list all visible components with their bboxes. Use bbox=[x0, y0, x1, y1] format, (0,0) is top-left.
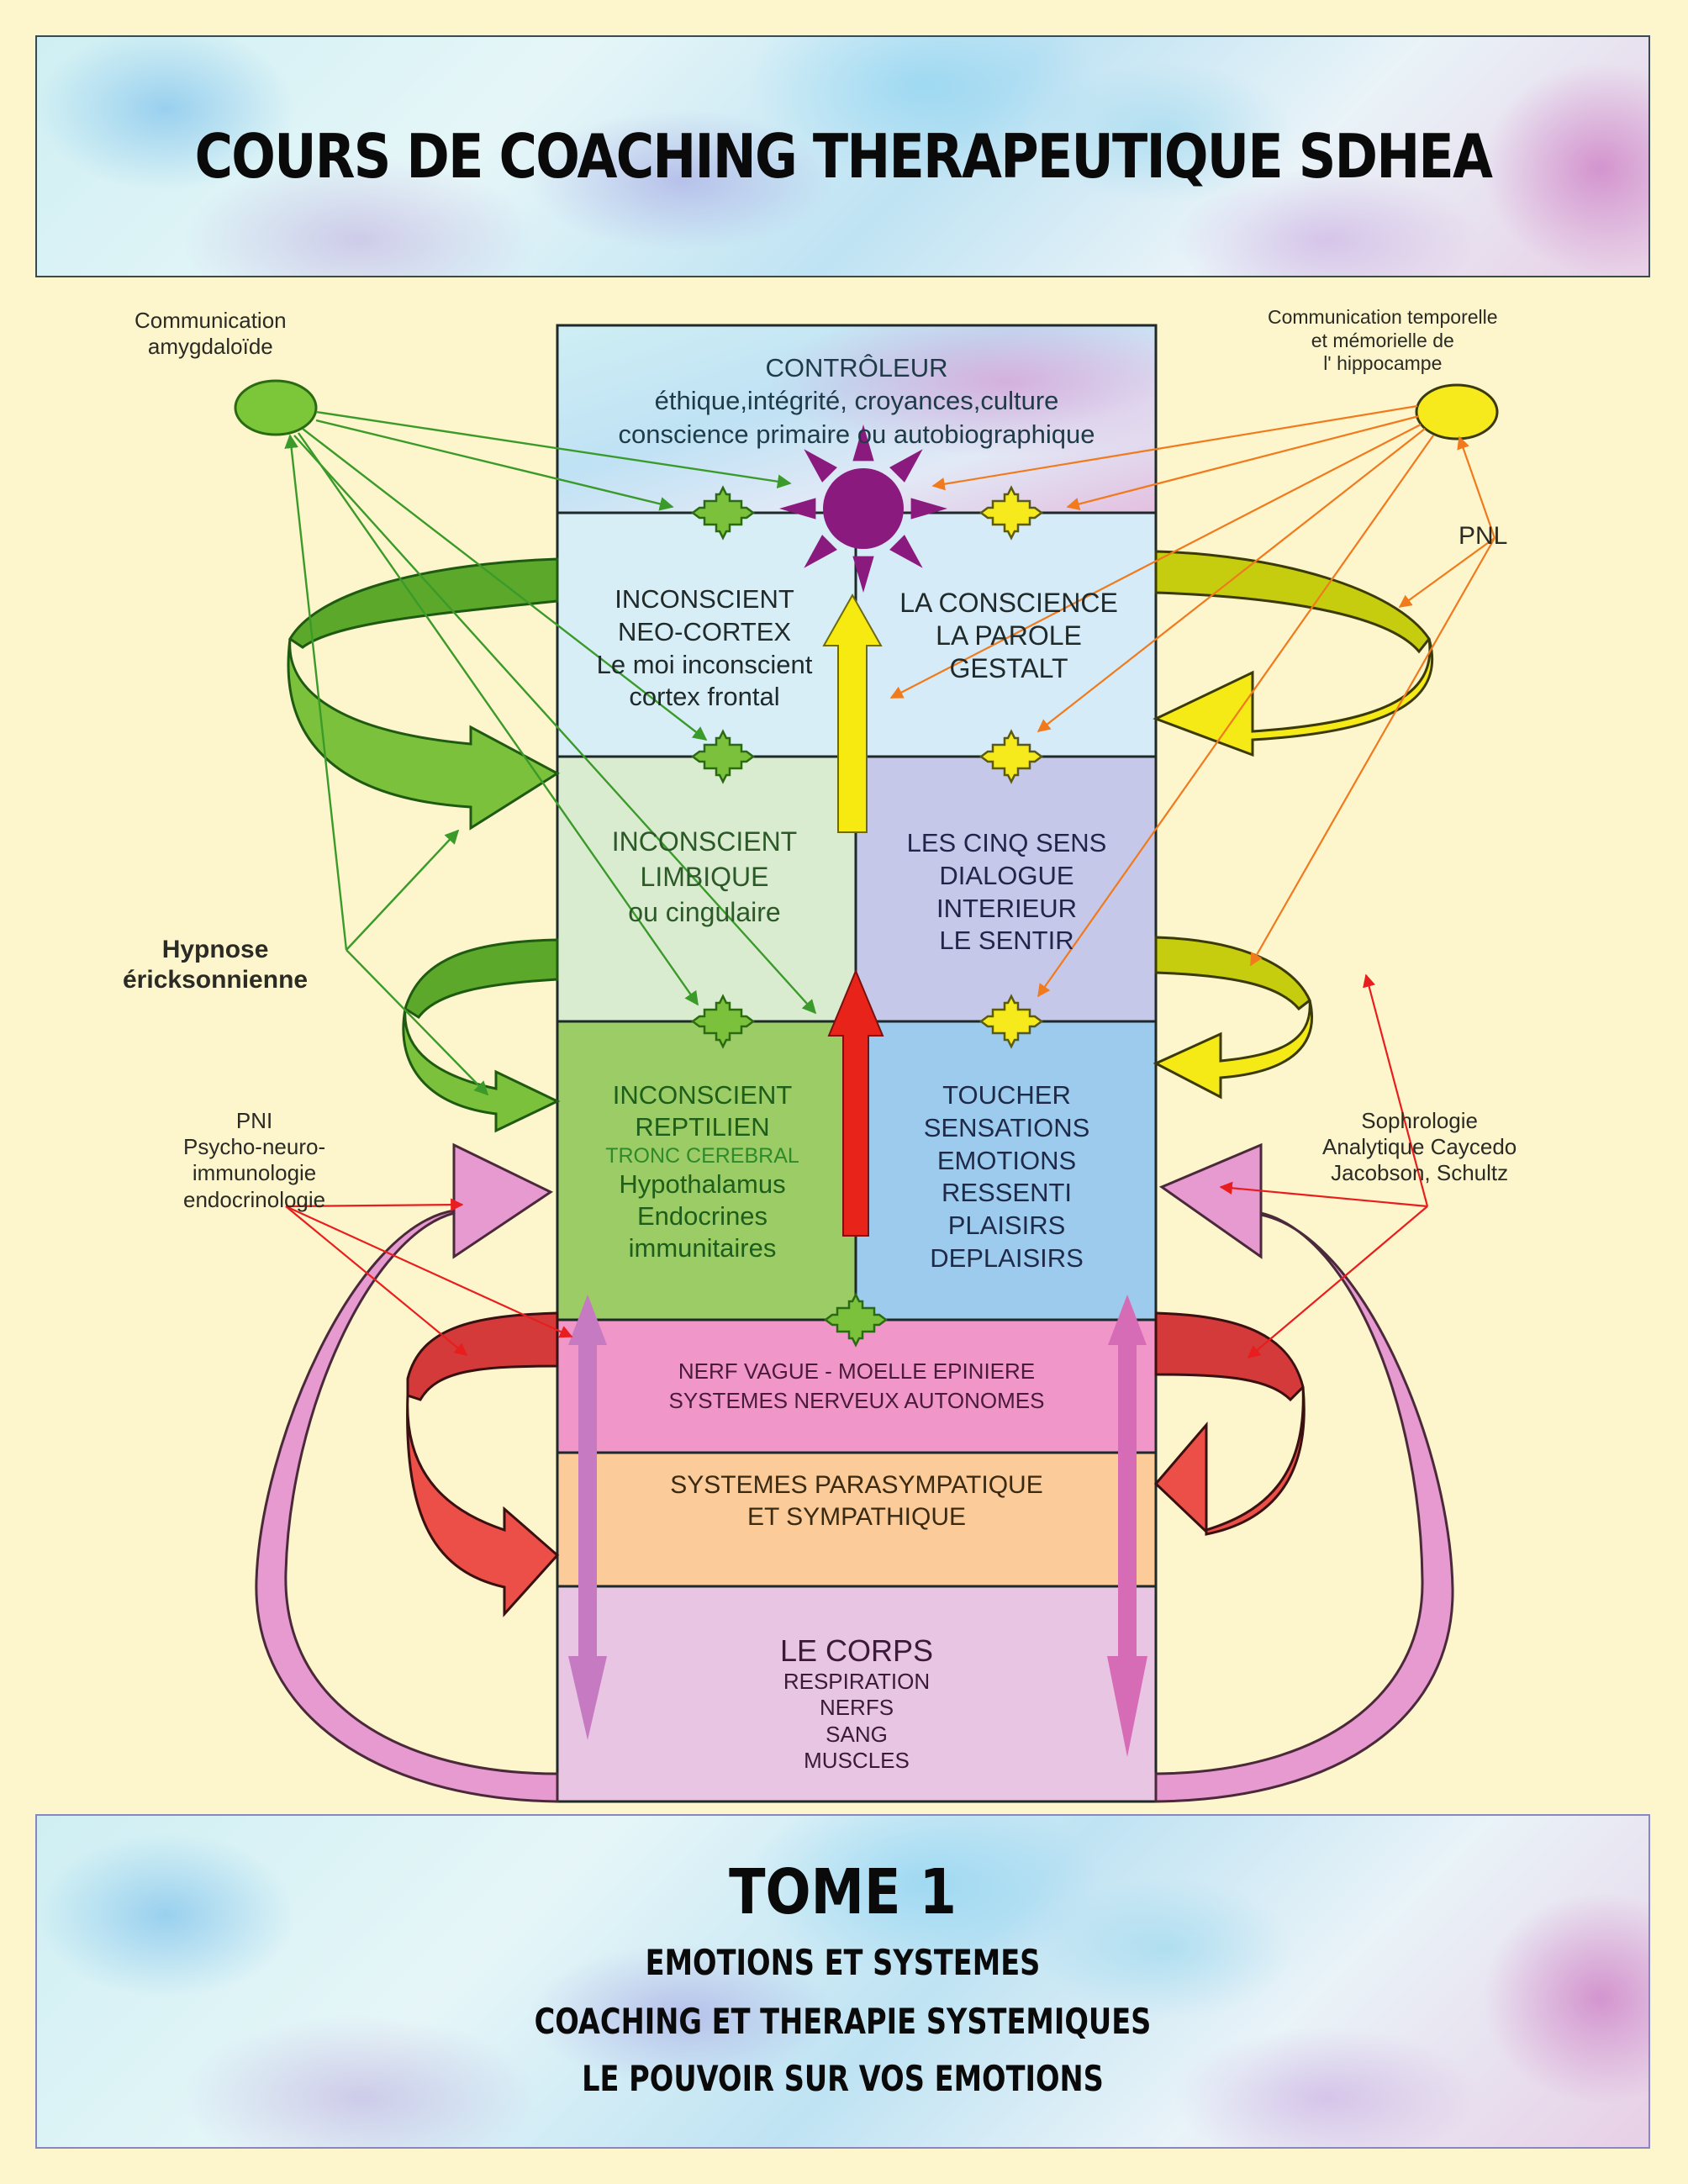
footer-banner: TOME 1 EMOTIONS ET SYSTEMES COACHING ET … bbox=[35, 1814, 1650, 2149]
sun-ray bbox=[852, 425, 874, 462]
cell-controleur: CONTRÔLEUR éthique,intégrité, croyances,… bbox=[618, 353, 1095, 449]
cell-nerf-vague: NERF VAGUE - MOELLE EPINIERE SYSTEMES NE… bbox=[668, 1358, 1045, 1414]
amygdala-node bbox=[234, 379, 318, 436]
sun-ray bbox=[889, 535, 923, 568]
left-red-arrow bbox=[406, 1311, 560, 1617]
sun-ray bbox=[804, 449, 837, 483]
right-yellow-arrow-lower bbox=[1153, 936, 1314, 1100]
cross-arrow-icon bbox=[690, 729, 756, 784]
left-pink-arrow bbox=[255, 1142, 559, 1803]
sun-ray bbox=[910, 498, 947, 520]
cell-limbique: INCONSCIENT LIMBIQUE ou cingulaire bbox=[611, 826, 798, 928]
right-pink-arrow bbox=[1154, 1142, 1454, 1803]
cross-arrow-icon bbox=[690, 485, 756, 541]
row-parasympatique bbox=[557, 1453, 1156, 1586]
row-cinq-sens bbox=[856, 757, 1156, 1021]
label-pni: PNI Psycho-neuro- immunologie endocrinol… bbox=[183, 1108, 326, 1212]
cell-conscience: LA CONSCIENCE LA PAROLE GESTALT bbox=[899, 588, 1118, 684]
left-double-arrow bbox=[568, 1295, 607, 1740]
cell-toucher: TOUCHER SENSATIONS EMOTIONS RESSENTI PLA… bbox=[923, 1080, 1090, 1273]
right-red-arrow bbox=[1153, 1311, 1306, 1536]
cell-reptilien: INCONSCIENT REPTILIEN TRONC CEREBRAL Hyp… bbox=[605, 1080, 799, 1263]
cross-arrow-icon bbox=[979, 994, 1044, 1049]
amygdala-connections bbox=[284, 410, 817, 1096]
label-sophrologie: Sophrologie Analytique Caycedo Jacobson,… bbox=[1322, 1108, 1517, 1186]
left-green-arrow-lower bbox=[402, 938, 561, 1133]
row-reptilien bbox=[557, 1021, 856, 1320]
row-corps bbox=[557, 1586, 1156, 1802]
sun-ray bbox=[852, 556, 874, 593]
page-title: COURS DE COACHING THERAPEUTIQUE SDHEA bbox=[194, 121, 1492, 192]
sun-ray bbox=[804, 535, 837, 568]
cell-corps: LE CORPS RESPIRATION NERFS SANG MUSCLES bbox=[779, 1633, 934, 1773]
right-double-arrow bbox=[1107, 1295, 1147, 1757]
subtitle-line: LE POUVOIR SUR VOS EMOTIONS bbox=[582, 2058, 1104, 2099]
red-up-arrow bbox=[827, 968, 884, 1237]
header-banner: COURS DE COACHING THERAPEUTIQUE SDHEA bbox=[35, 35, 1650, 277]
hippocampus-connections bbox=[889, 404, 1496, 998]
subtitle-line: EMOTIONS ET SYSTEMES bbox=[645, 1942, 1041, 1983]
cross-arrow-icon bbox=[690, 994, 756, 1049]
cell-parasympatique: SYSTEMES PARASYMPATIQUE ET SYMPATHIQUE bbox=[670, 1471, 1043, 1531]
cross-arrow-icon bbox=[979, 729, 1044, 784]
label-amygdala: Communication amygdaloïde bbox=[135, 308, 287, 360]
cross-arrow-icon bbox=[979, 485, 1044, 541]
hippocampus-node bbox=[1415, 383, 1499, 440]
left-green-arrow-upper bbox=[287, 557, 560, 831]
row-toucher bbox=[856, 1021, 1156, 1320]
yellow-up-arrow bbox=[822, 593, 883, 833]
central-column bbox=[556, 324, 1158, 1803]
row-limbique bbox=[557, 757, 856, 1021]
label-pnl: PNL bbox=[1459, 522, 1508, 550]
label-hypnose: Hypnose éricksonnienne bbox=[123, 936, 309, 994]
volume-title: TOME 1 bbox=[729, 1856, 957, 1928]
cross-arrow-icon bbox=[823, 1292, 889, 1348]
sophrologie-connections bbox=[1219, 973, 1429, 1358]
sun-ray bbox=[779, 498, 816, 520]
cell-neocortex: INCONSCIENT NEO-CORTEX Le moi inconscien… bbox=[596, 584, 813, 712]
row-neocortex bbox=[557, 513, 856, 757]
right-yellow-arrow-upper bbox=[1153, 550, 1434, 757]
sun-ray bbox=[889, 449, 923, 483]
pni-connections bbox=[285, 1198, 573, 1356]
subtitle-line: COACHING ET THERAPIE SYSTEMIQUES bbox=[534, 2001, 1152, 2042]
sun-icon bbox=[779, 425, 947, 593]
cell-cinq-sens: LES CINQ SENS DIALOGUE INTERIEUR LE SENT… bbox=[906, 828, 1107, 956]
label-hippocampus: Communication temporelle et mémorielle d… bbox=[1268, 306, 1498, 375]
